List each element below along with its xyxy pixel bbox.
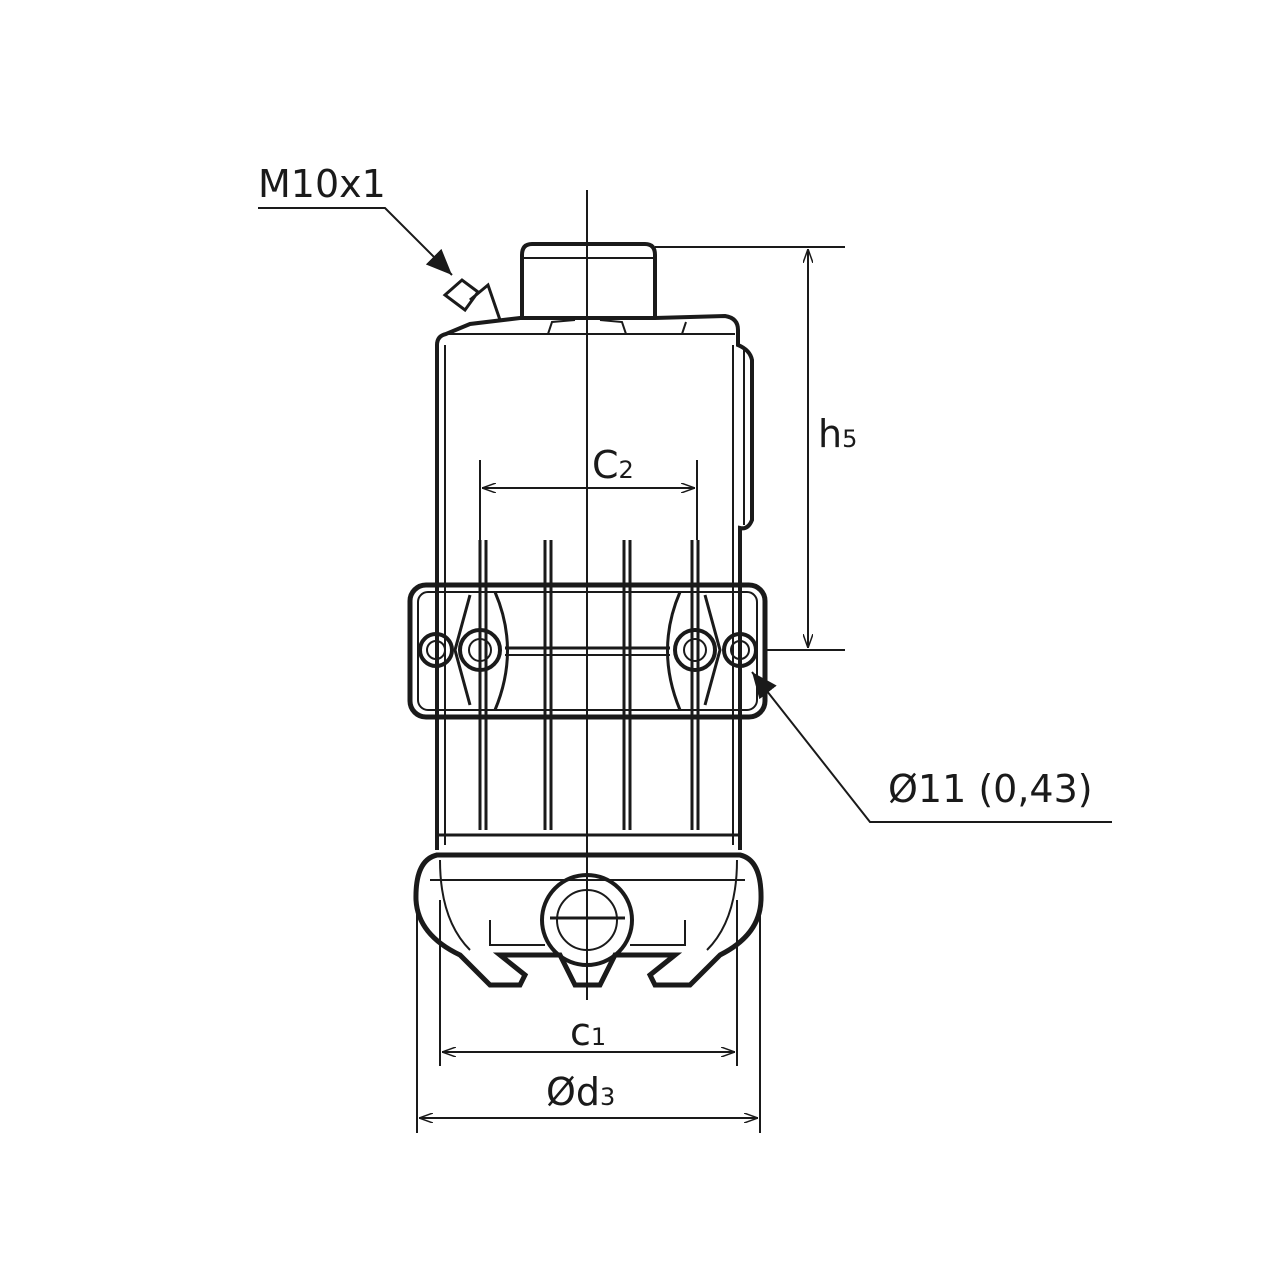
d3-subscript: 3 (600, 1083, 615, 1111)
c1-subscript: 1 (591, 1023, 606, 1051)
h5-label: h (818, 412, 842, 456)
svg-text:c1: c1 (570, 1010, 606, 1054)
c2-subscript: 2 (619, 456, 634, 484)
svg-text:Ød3: Ød3 (546, 1070, 615, 1114)
svg-text:C2: C2 (592, 443, 634, 487)
c2-label: C (592, 443, 619, 487)
dimension-c1: c1 (439, 900, 738, 1066)
svg-text:h5: h5 (818, 412, 857, 456)
thread-callout: M10x1 (258, 162, 453, 276)
c1-label: c (570, 1010, 591, 1054)
dimension-h5: h5 (655, 246, 857, 651)
h5-subscript: 5 (842, 425, 857, 453)
pump-body (407, 242, 768, 988)
thread-label: M10x1 (258, 162, 386, 206)
d3-label: Ød (546, 1070, 600, 1114)
dimension-c2: C2 (479, 443, 698, 540)
hole-label: Ø11 (0,43) (888, 767, 1093, 811)
dimension-d3: Ød3 (416, 880, 761, 1133)
hole-callout: Ø11 (0,43) (751, 671, 1112, 823)
mounting-holes (418, 628, 758, 672)
